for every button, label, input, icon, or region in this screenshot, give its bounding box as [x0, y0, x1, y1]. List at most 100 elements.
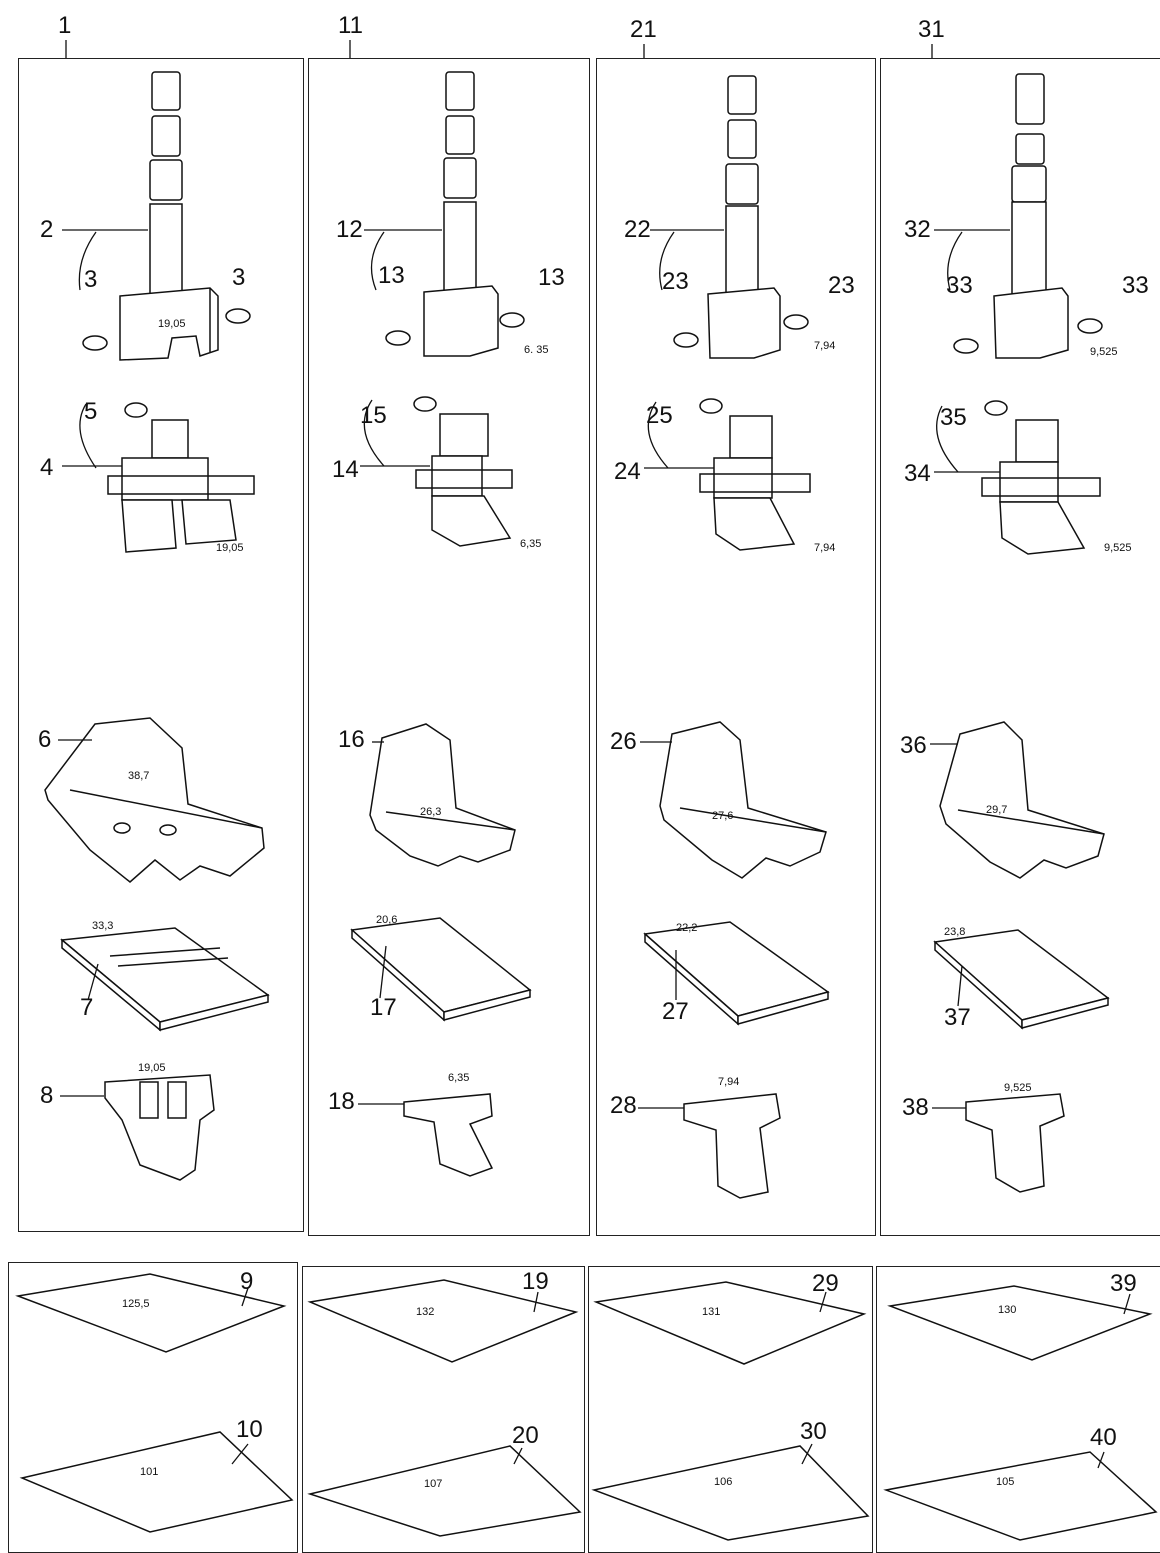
callout-12: 12 [336, 216, 363, 243]
dimension-foot: 27,6 [712, 810, 734, 822]
feed-dog-illustration [403, 1093, 494, 1177]
callout-14: 14 [332, 456, 359, 483]
dimension-slide-bottom: 105 [996, 1476, 1015, 1488]
callout-13-right: 13 [538, 264, 565, 291]
slide-plate-top-11 [307, 1279, 579, 1363]
dimension-guide: 6,35 [520, 538, 542, 550]
callout-2: 2 [40, 216, 54, 243]
callout-20: 20 [512, 1422, 539, 1449]
callout-37: 37 [944, 1004, 971, 1031]
presser-foot-illustration [369, 723, 516, 867]
slide-plate-bottom-31 [883, 1451, 1158, 1541]
dimension-slide-top: 131 [702, 1306, 721, 1318]
dimension-shank: 9,525 [1090, 346, 1118, 358]
callout-6: 6 [38, 726, 52, 753]
callout-3-left: 3 [84, 266, 98, 293]
callout-3-right: 3 [232, 264, 246, 291]
callout-24: 24 [614, 458, 641, 485]
dimension-guide: 7,94 [814, 542, 836, 554]
callout-22: 22 [624, 216, 651, 243]
dimension-feed-dog: 9,525 [1004, 1082, 1032, 1094]
presser-foot-illustration [44, 717, 265, 883]
slide-plate-bottom-11 [307, 1445, 582, 1537]
presser-bar-shank-illustration [82, 71, 251, 361]
column-number-11: 11 [338, 12, 363, 39]
callout-19: 19 [522, 1268, 549, 1295]
dimension-needle-plate: 22,2 [676, 922, 698, 934]
feed-dog-illustration [965, 1093, 1065, 1193]
dimension-slide-top: 125,5 [122, 1298, 150, 1310]
slide-plate-top-31 [887, 1285, 1153, 1361]
needle-plate-illustration [350, 917, 532, 1022]
guide-illustration [699, 398, 811, 551]
dimension-needle-plate: 20,6 [376, 914, 398, 926]
callout-23-left: 23 [662, 268, 689, 295]
dimension-shank: 6. 35 [524, 344, 549, 356]
callout-26: 26 [610, 728, 637, 755]
slide-plate-top-21 [593, 1281, 867, 1365]
dimension-slide-bottom: 107 [424, 1478, 443, 1490]
callout-5: 5 [84, 398, 98, 425]
callout-28: 28 [610, 1092, 637, 1119]
dimension-shank: 19,05 [158, 318, 186, 330]
callout-30: 30 [800, 1418, 827, 1445]
presser-foot-illustration [939, 721, 1105, 879]
column-number-1: 1 [58, 12, 72, 39]
callout-16: 16 [338, 726, 365, 753]
slide-plate-bottom-21 [591, 1445, 870, 1541]
dimension-slide-bottom: 106 [714, 1476, 733, 1488]
callout-32: 32 [904, 216, 931, 243]
dimension-foot: 26,3 [420, 806, 442, 818]
dimension-guide: 9,525 [1104, 542, 1132, 554]
dimension-guide: 19,05 [216, 542, 244, 554]
callout-34: 34 [904, 460, 931, 487]
dimension-foot: 29,7 [986, 804, 1008, 816]
dimension-foot: 38,7 [128, 770, 150, 782]
column-number-21: 21 [630, 16, 657, 43]
callout-9: 9 [240, 1268, 254, 1295]
presser-bar-shank-illustration [673, 75, 809, 359]
feed-dog-illustration [104, 1074, 215, 1181]
guide-illustration [981, 400, 1101, 555]
guide-illustration [107, 402, 255, 553]
callout-15: 15 [360, 402, 387, 429]
guide-illustration [413, 396, 513, 547]
slide-plate-bottom-1 [19, 1431, 294, 1533]
presser-bar-shank-illustration [385, 71, 525, 357]
dimension-feed-dog: 7,94 [718, 1076, 740, 1088]
callout-7: 7 [80, 994, 94, 1021]
feed-dog-illustration [683, 1093, 781, 1199]
dimension-slide-top: 130 [998, 1304, 1017, 1316]
callout-35: 35 [940, 404, 967, 431]
needle-plate-illustration [643, 921, 830, 1026]
dimension-needle-plate: 33,3 [92, 920, 114, 932]
callout-23-right: 23 [828, 272, 855, 299]
presser-bar-shank-illustration [953, 73, 1103, 359]
callout-38: 38 [902, 1094, 929, 1121]
callout-33-left: 33 [946, 272, 973, 299]
callout-13-left: 13 [378, 262, 405, 289]
callout-10: 10 [236, 1416, 263, 1443]
dimension-feed-dog: 19,05 [138, 1062, 166, 1074]
dimension-feed-dog: 6,35 [448, 1072, 470, 1084]
callout-4: 4 [40, 454, 54, 481]
dimension-slide-bottom: 101 [140, 1466, 159, 1478]
callout-18: 18 [328, 1088, 355, 1115]
callout-39: 39 [1110, 1270, 1137, 1297]
dimension-shank: 7,94 [814, 340, 836, 352]
presser-foot-illustration [659, 721, 827, 879]
slide-plate-top-1 [15, 1273, 287, 1353]
callout-29: 29 [812, 1270, 839, 1297]
callout-8: 8 [40, 1082, 54, 1109]
column-number-31: 31 [918, 16, 945, 43]
dimension-needle-plate: 23,8 [944, 926, 966, 938]
needle-plate-illustration [60, 927, 270, 1032]
dimension-slide-top: 132 [416, 1306, 435, 1318]
